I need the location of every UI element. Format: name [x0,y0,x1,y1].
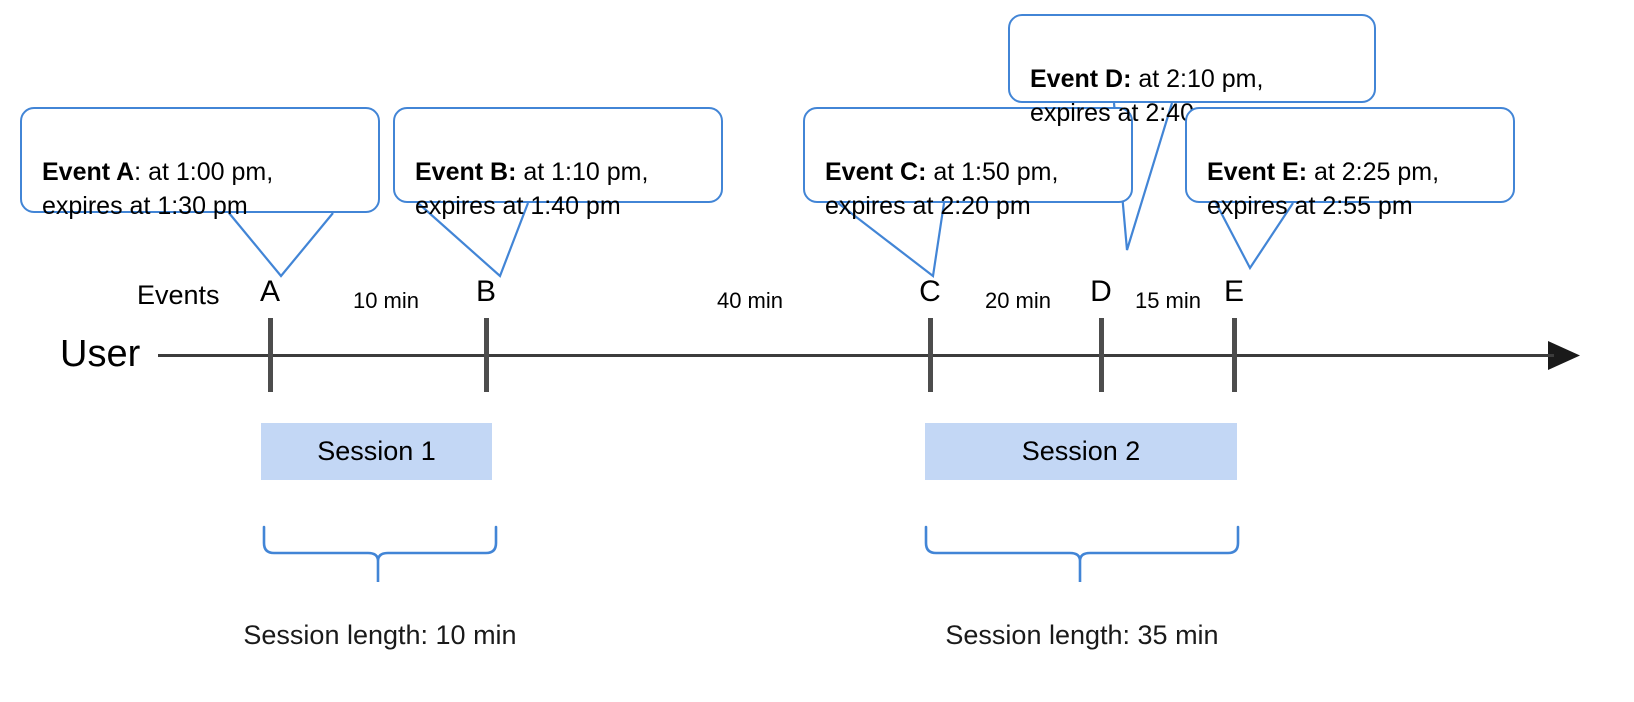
event-marker-a [268,318,273,392]
gap-label-b-c: 40 min [716,288,784,313]
session-2-length-caption: Session length: 35 min [945,620,1219,650]
callout-a-lead: Event A [42,158,135,187]
event-marker-b [484,318,489,392]
event-marker-e [1232,318,1237,392]
callout-d-lead: Event D: [1030,65,1132,94]
event-label-b: B [475,275,496,308]
session-bar-2-label: Session 2 [1021,436,1141,466]
event-label-d: D [1090,275,1112,308]
callout-event-b: Event B: at 1:10 pm, expires at 1:40 pm [393,107,723,220]
callout-b-lead: Event B: [415,158,517,187]
gap-label-d-e: 15 min [1134,288,1202,313]
callout-a-sep: : [134,158,149,187]
gap-label-a-b: 10 min [352,288,420,313]
timeline-axis [158,354,1554,357]
row-label-user: User [60,333,141,375]
event-marker-d [1099,318,1104,392]
callout-e-body: at 2:25 pm, expires at 2:55 pm [1207,158,1440,220]
callout-b-body: at 1:10 pm, expires at 1:40 pm [415,158,649,220]
event-marker-c [928,318,933,392]
callout-e-lead: Event E: [1207,158,1308,187]
session-bar-2: Session 2 [925,423,1237,480]
event-label-a: A [259,275,280,308]
session-1-length-caption: Session length: 10 min [243,620,517,650]
callout-c-body: at 1:50 pm, expires at 2:20 pm [825,158,1059,220]
gap-label-c-d: 20 min [984,288,1052,313]
callout-event-c: Event C: at 1:50 pm, expires at 2:20 pm [803,107,1133,220]
row-label-events: Events [137,280,220,310]
session-bar-1-label: Session 1 [317,436,436,466]
callout-c-lead: Event C: [825,158,927,187]
event-label-c: C [919,275,941,308]
callout-event-e: Event E: at 2:25 pm, expires at 2:55 pm [1185,107,1515,220]
session-bar-1: Session 1 [261,423,492,480]
callout-event-a: Event A: at 1:00 pm, expires at 1:30 pm [20,107,380,220]
callout-a-body: at 1:00 pm, expires at 1:30 pm [42,158,274,220]
event-label-e: E [1223,275,1244,308]
